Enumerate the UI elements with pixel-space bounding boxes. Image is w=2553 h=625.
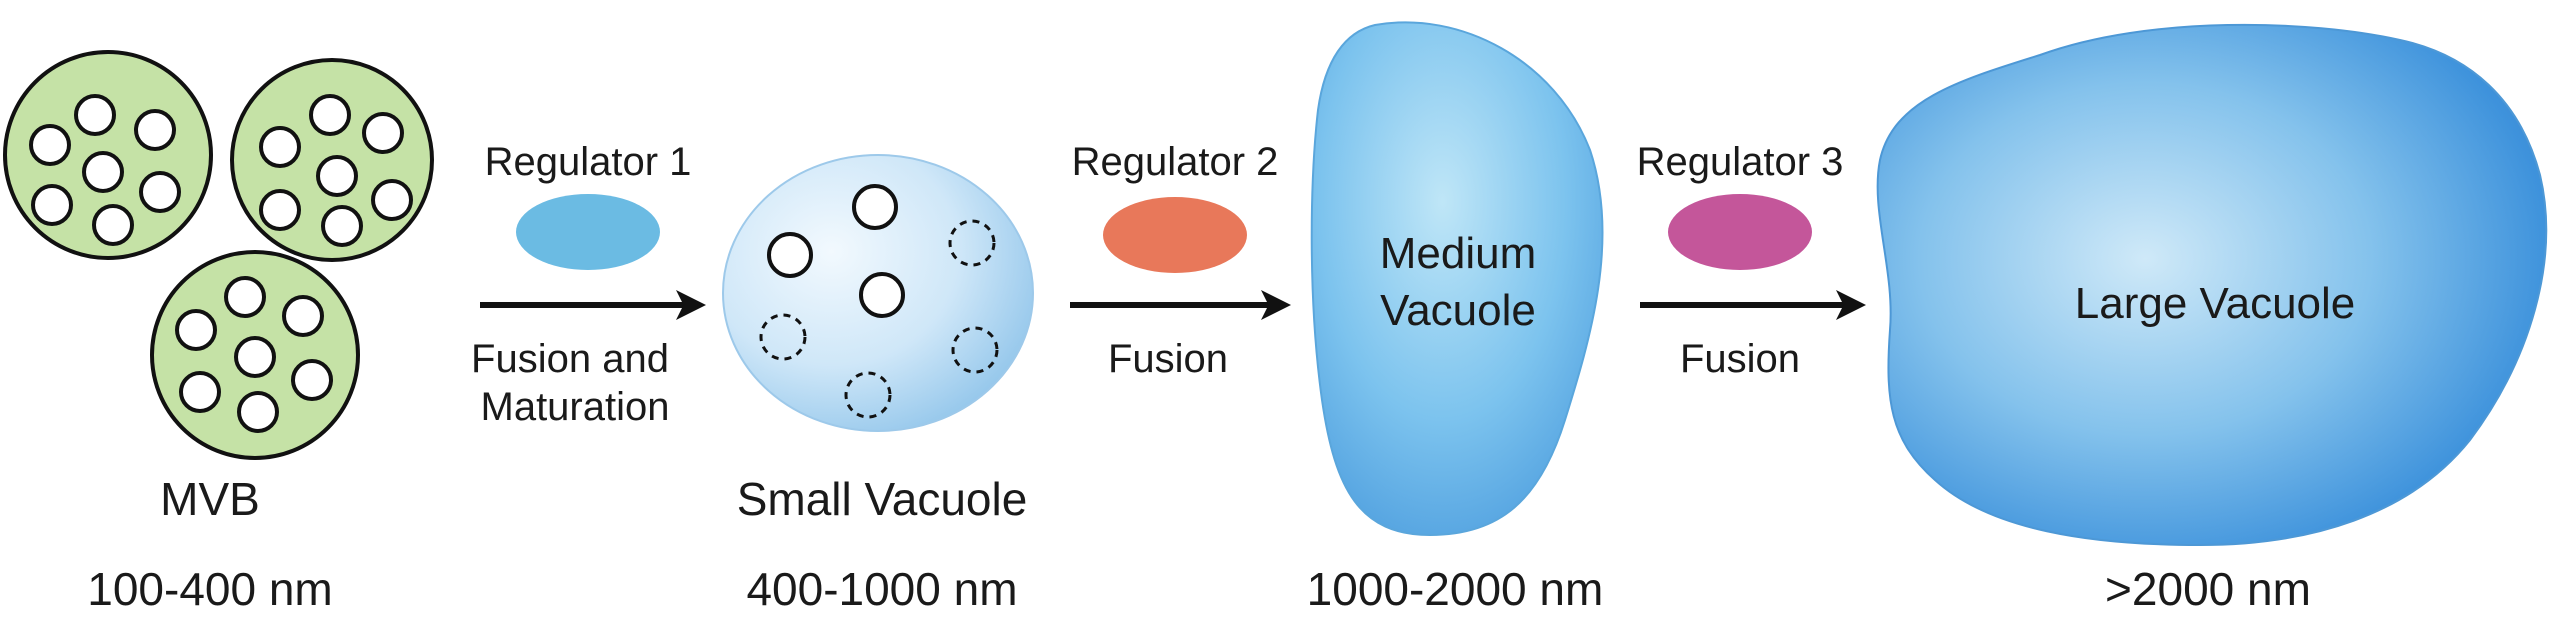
regulator-1-label: Regulator 1 <box>485 140 692 184</box>
intraluminal-vesicles <box>29 94 413 433</box>
stage-size-small-vacuole: 400-1000 nm <box>746 563 1017 615</box>
regulator-2-ellipse <box>1103 197 1247 273</box>
stage-size-medium-vacuole: 1000-2000 nm <box>1307 563 1604 615</box>
stage-name-mvb: MVB <box>160 473 260 525</box>
stage-size-mvb: 100-400 nm <box>87 563 333 615</box>
transition-3-process: Fusion <box>1680 337 1800 381</box>
small-vacuole-dissolving-vesicles <box>759 219 999 419</box>
stage-name-medium-vacuole-line2: Vacuole <box>1380 286 1536 335</box>
regulator-2-label: Regulator 2 <box>1072 140 1279 184</box>
transition-1-process-line2: Maturation <box>481 385 670 429</box>
transition-2-process: Fusion <box>1108 337 1228 381</box>
transition-1-process-line1: Fusion and <box>471 337 669 381</box>
stage-size-large-vacuole: >2000 nm <box>2105 563 2311 615</box>
stage-name-large-vacuole: Large Vacuole <box>2075 279 2356 328</box>
stage-name-medium-vacuole-line1: Medium <box>1380 229 1537 278</box>
small-vacuole <box>722 154 1034 432</box>
regulator-3-ellipse <box>1668 194 1812 270</box>
mvb-cluster <box>3 50 434 460</box>
regulator-3-label: Regulator 3 <box>1637 140 1844 184</box>
large-vacuole-body <box>1876 23 2548 547</box>
regulator-1-ellipse <box>516 194 660 270</box>
medium-vacuole-body <box>1310 21 1604 537</box>
stage-name-small-vacuole: Small Vacuole <box>737 473 1028 525</box>
small-vacuole-vesicles <box>767 184 905 318</box>
